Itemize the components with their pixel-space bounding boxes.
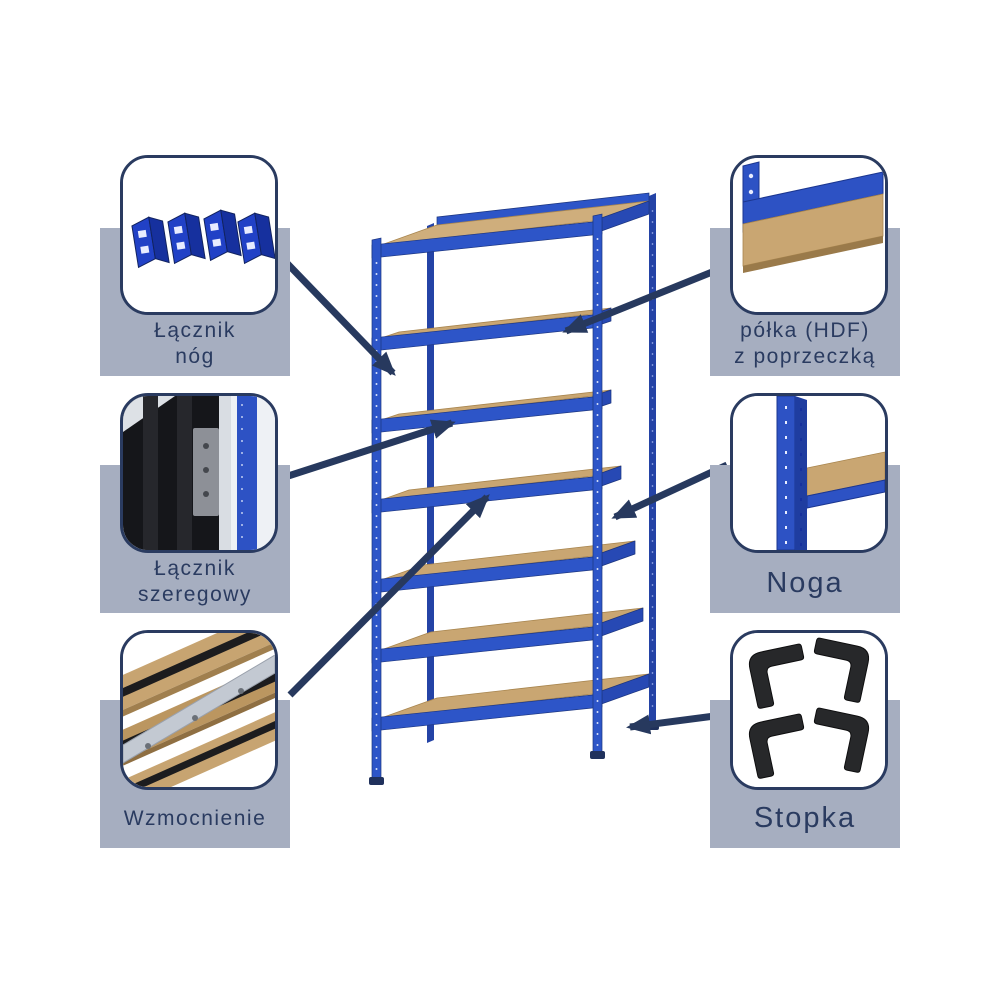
row-connector-image [123,396,275,550]
leg-connector-thumb [120,155,278,315]
shelf-3 [371,389,612,434]
arrow-reinforcement [287,494,490,698]
foot-label: Stopka [753,802,857,834]
shelf-hdf-thumb [730,155,888,315]
leg-thumb [730,393,888,553]
arrow-shelf-hdf [562,262,729,335]
corner-bracket-icon [131,209,275,269]
callout-arrows [277,253,731,735]
foot-thumb [730,630,888,790]
leg-upright-image [733,396,885,550]
rack-back-posts [427,193,656,743]
shelf-4 [371,465,622,514]
shelf-hdf-label: półka (HDF) z poprzeczką [734,319,876,369]
arrow-row-connector [280,419,456,482]
leg-connector-brackets-image [123,158,275,312]
leg-connector-label: Łącznik nóg [154,319,236,369]
shelf-7 [371,673,650,732]
arrow-leg-connector [277,253,396,376]
reinforcement-label: Wzmocnienie [123,807,267,830]
row-connector-thumb [120,393,278,553]
foot-cap-icon [748,637,870,779]
row-connector-label: Łącznik szeregowy [138,557,252,607]
leg-label: Noga [766,567,844,599]
rack-feet [369,723,659,785]
foot-cap-image [733,633,885,787]
rack-shelves [371,200,650,732]
arrow-leg [611,461,729,521]
shelf-5 [371,540,636,594]
shelf-6 [371,607,644,664]
shelf-reinforcement-image [123,633,275,787]
hdf-shelf-with-crossbar-image [733,158,885,312]
reinforcement-thumb [120,630,278,790]
